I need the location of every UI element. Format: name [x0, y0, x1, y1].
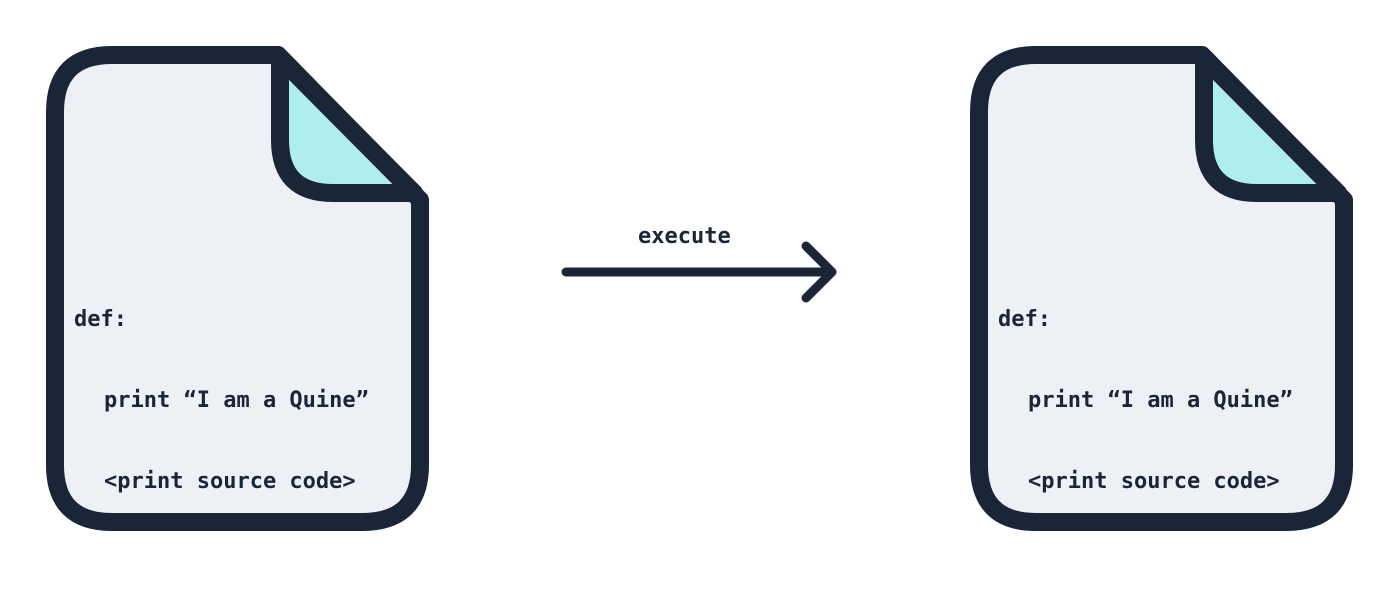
arrow-label: execute [638, 224, 731, 249]
code-line: <print source code> [1028, 469, 1280, 494]
code-line: print “I am a Quine” [104, 388, 369, 413]
source-code-block: def: print “I am a Quine” <print source … [74, 252, 369, 549]
output-code-block: def: print “I am a Quine” <print source … [998, 252, 1293, 549]
code-line: <print source code> [104, 469, 356, 494]
code-line: def: [74, 307, 127, 332]
code-line: def: [998, 307, 1051, 332]
code-line: print “I am a Quine” [1028, 388, 1293, 413]
